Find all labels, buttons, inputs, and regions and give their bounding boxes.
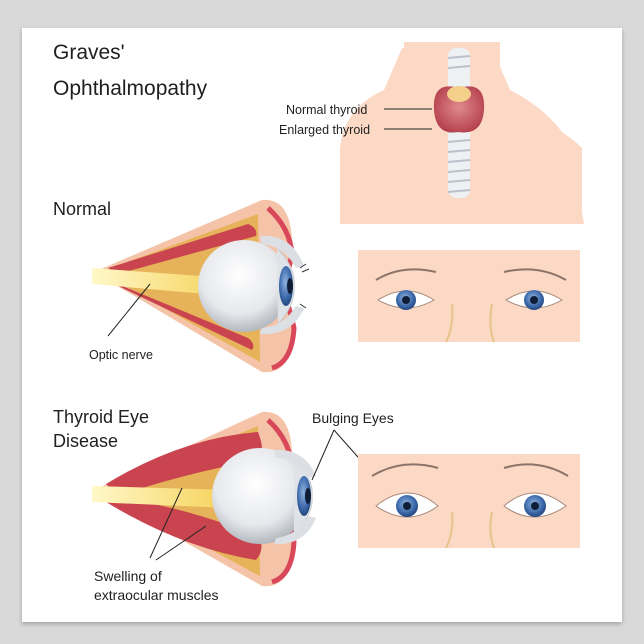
swelling-label-line-2: extraocular muscles	[94, 587, 219, 603]
thyroid-gland	[433, 48, 485, 198]
normal-heading: Normal	[53, 199, 112, 219]
normal-eye-section	[92, 199, 310, 373]
swelling-label-line-1: Swelling of	[94, 568, 162, 584]
disease-heading-line-2: Disease	[53, 431, 119, 451]
bulging-eyes-label: Bulging Eyes	[312, 410, 394, 426]
normal-face-panel	[358, 250, 580, 343]
optic-nerve-label: Optic nerve	[89, 348, 153, 362]
disease-face-panel	[358, 454, 580, 549]
disease-eye-section	[92, 411, 381, 587]
enlarged-thyroid-label: Enlarged thyroid	[279, 123, 371, 137]
disease-heading-line-1: Thyroid Eye	[53, 407, 150, 427]
diagram-artwork	[92, 42, 584, 587]
title-line-2: Ophthalmopathy	[53, 77, 208, 100]
title-line-1: Graves'	[53, 41, 125, 64]
normal-thyroid-label: Normal thyroid	[286, 103, 368, 117]
poster: Graves' Ophthalmopathy Normal thyroid En…	[22, 28, 622, 622]
